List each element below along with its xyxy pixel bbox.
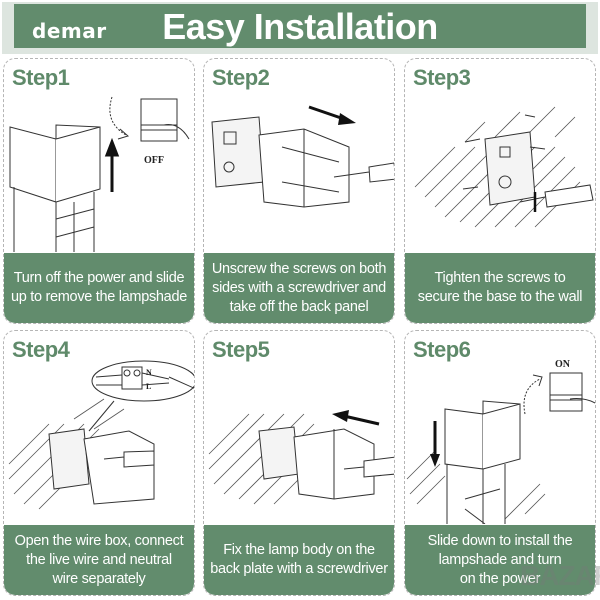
wire-detail-callout	[91, 360, 194, 402]
step-label: Step6	[413, 337, 471, 362]
step-label: Step5	[212, 337, 270, 362]
back-plate	[258, 426, 300, 480]
step-caption: Turn off the power and slide up to remov…	[4, 253, 194, 323]
lampshade-slide-down-illustration: ON	[406, 359, 595, 524]
terminal-block	[121, 366, 143, 390]
switch-label: OFF	[144, 155, 164, 166]
terminal-label-n: N	[146, 368, 152, 377]
lamp-body	[83, 430, 155, 505]
step-caption: Tighten the screws to secure the base to…	[405, 253, 595, 323]
arrow-right-icon	[308, 105, 345, 121]
light-switch-icon	[549, 372, 583, 412]
wall-plug	[462, 114, 546, 190]
fix-lamp-body-illustration	[208, 410, 394, 505]
brand-logo: demar	[32, 19, 107, 43]
screwdriver-icon	[343, 456, 394, 478]
unscrew-back-panel-illustration	[211, 105, 394, 208]
step-label: Step1	[12, 65, 70, 90]
back-plate	[48, 428, 90, 490]
step-panel-5: Step5 Fix the lamp body on the back plat…	[203, 330, 395, 596]
switch-label: ON	[555, 359, 571, 370]
step-label: Step3	[413, 65, 471, 90]
step-caption: Open the wire box, connect the live wire…	[4, 525, 194, 595]
lampshade	[9, 126, 57, 203]
step-panel-2: Step2 Unscrew the screws on both sides w…	[203, 58, 395, 324]
step-panel-3: Step3 Tighten the screws to secure the b…	[404, 58, 596, 324]
terminal-label-l: L	[146, 382, 151, 391]
lampshade-slide-up-illustration: OFF	[9, 96, 190, 252]
mount-base-illustration	[414, 106, 594, 228]
screwdriver-icon	[519, 184, 594, 208]
step-caption: Unscrew the screws on both sides with a …	[204, 253, 394, 323]
step-panel-4: Step4 N L Open the wire box, connect the…	[3, 330, 195, 596]
screwdriver-icon	[103, 450, 155, 468]
lampshade	[444, 408, 484, 470]
curved-arrow-icon	[523, 378, 541, 415]
base-plate	[484, 131, 536, 206]
step-panel-6: Step6 ON Slide down to install the lamps…	[404, 330, 596, 596]
curved-arrow-icon	[109, 96, 127, 136]
screwdriver-icon	[333, 162, 394, 183]
step-caption: Slide down to install the lampshade and …	[405, 525, 595, 595]
back-plate	[211, 116, 265, 188]
light-switch-icon	[140, 98, 178, 142]
connect-wires-illustration: N L	[8, 360, 194, 510]
header-banner: demar Easy Installation	[14, 4, 586, 48]
step-label: Step4	[12, 337, 70, 362]
lamp-body	[446, 464, 506, 524]
page-title: Easy Installation	[162, 6, 438, 47]
step-caption: Fix the lamp body on the back plate with…	[204, 525, 394, 595]
step-panel-1: Step1 OFF Turn off the power and slide u…	[3, 58, 195, 324]
arrow-left-icon	[343, 414, 380, 426]
arrow-up-icon	[104, 137, 120, 192]
lamp-body	[13, 187, 95, 252]
step-label: Step2	[212, 65, 270, 90]
watermark: BAZAR	[520, 560, 600, 591]
wall-hatching	[406, 450, 546, 520]
